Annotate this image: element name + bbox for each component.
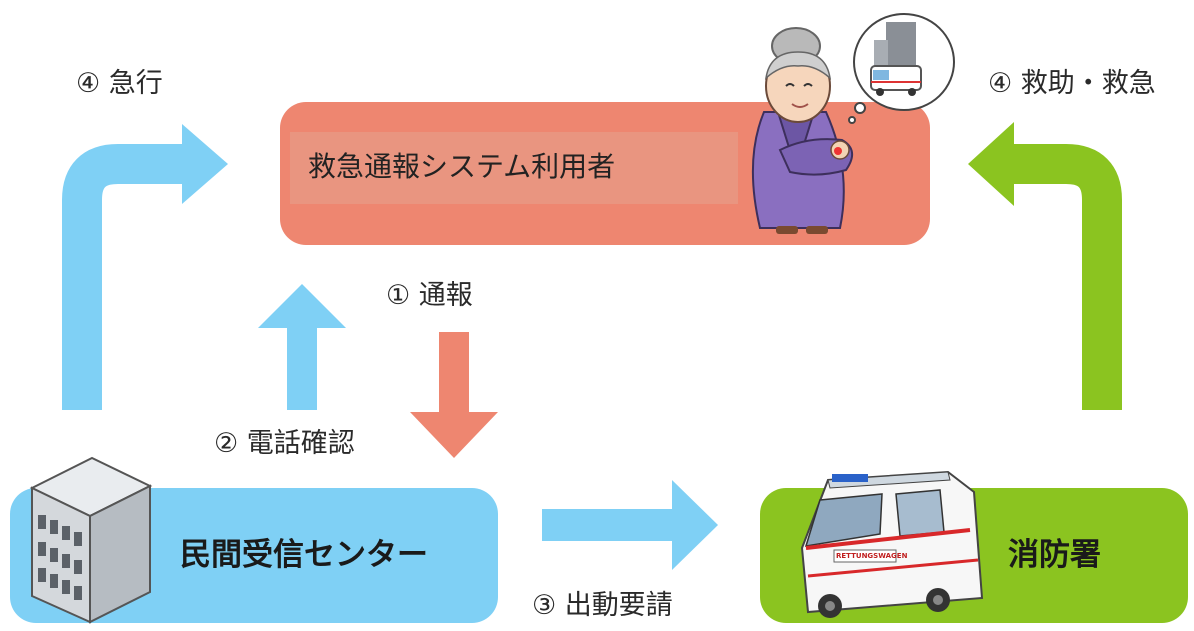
arrow-rush-to-user [62,124,228,410]
step-rush-label: ④ 急行 [76,68,163,99]
user-label: 救急通報システム利用者 [308,150,616,183]
arrow-report [410,332,498,458]
ambulance-plate-text: RETTUNGSWAGEN [836,552,908,560]
arrow-rescue-to-user [968,122,1122,410]
step-dispatch-label: ③ 出動要請 [532,590,673,621]
user-box-inner [290,132,738,204]
reception-center-label: 民間受信センター [180,537,428,573]
step-rescue-label: ④ 救助・救急 [988,68,1156,99]
arrow-phone-confirm [258,284,346,410]
step-phone-confirm-label: ② 電話確認 [214,428,355,459]
arrow-dispatch-request [542,480,718,570]
fire-station-label: 消防署 [1008,537,1101,573]
step-report-label: ① 通報 [386,280,473,311]
